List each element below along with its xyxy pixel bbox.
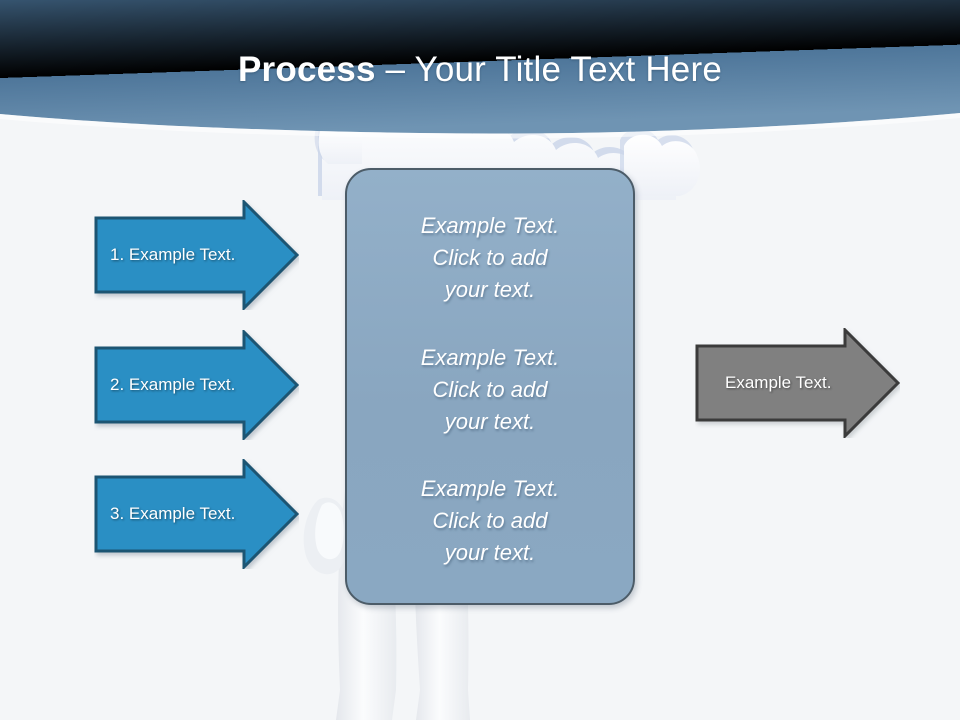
content-block-2[interactable]: Example Text. Click to add your text. xyxy=(420,344,560,434)
arrow-shape-blue-1 xyxy=(94,200,299,310)
page-title-rest: – Your Title Text Here xyxy=(375,50,722,89)
step-arrow-2[interactable]: 2. Example Text. xyxy=(94,330,299,440)
page-title-strong: Process xyxy=(238,50,376,89)
arrow-shape-blue-2 xyxy=(94,330,299,440)
content-block-3[interactable]: Example Text. Click to add your text. xyxy=(420,476,560,565)
page-title: Process – Your Title Text Here xyxy=(0,48,960,92)
output-arrow[interactable]: Example Text. xyxy=(695,328,900,438)
step-arrow-3-label: 3. Example Text. xyxy=(110,504,236,523)
step-arrow-1-label: 1. Example Text. xyxy=(110,245,236,264)
arrow-shape-blue-3 xyxy=(94,459,299,569)
content-block-1[interactable]: Example Text. Click to add your text. xyxy=(420,213,560,302)
step-arrow-2-label: 2. Example Text. xyxy=(110,375,236,394)
arrow-shape-gray xyxy=(695,328,900,438)
step-arrow-3[interactable]: 3. Example Text. xyxy=(94,459,299,569)
content-box[interactable]: Example Text. Click to add your text. Ex… xyxy=(345,168,635,605)
output-arrow-label: Example Text. xyxy=(725,373,832,392)
step-arrow-1[interactable]: 1. Example Text. xyxy=(94,200,299,310)
